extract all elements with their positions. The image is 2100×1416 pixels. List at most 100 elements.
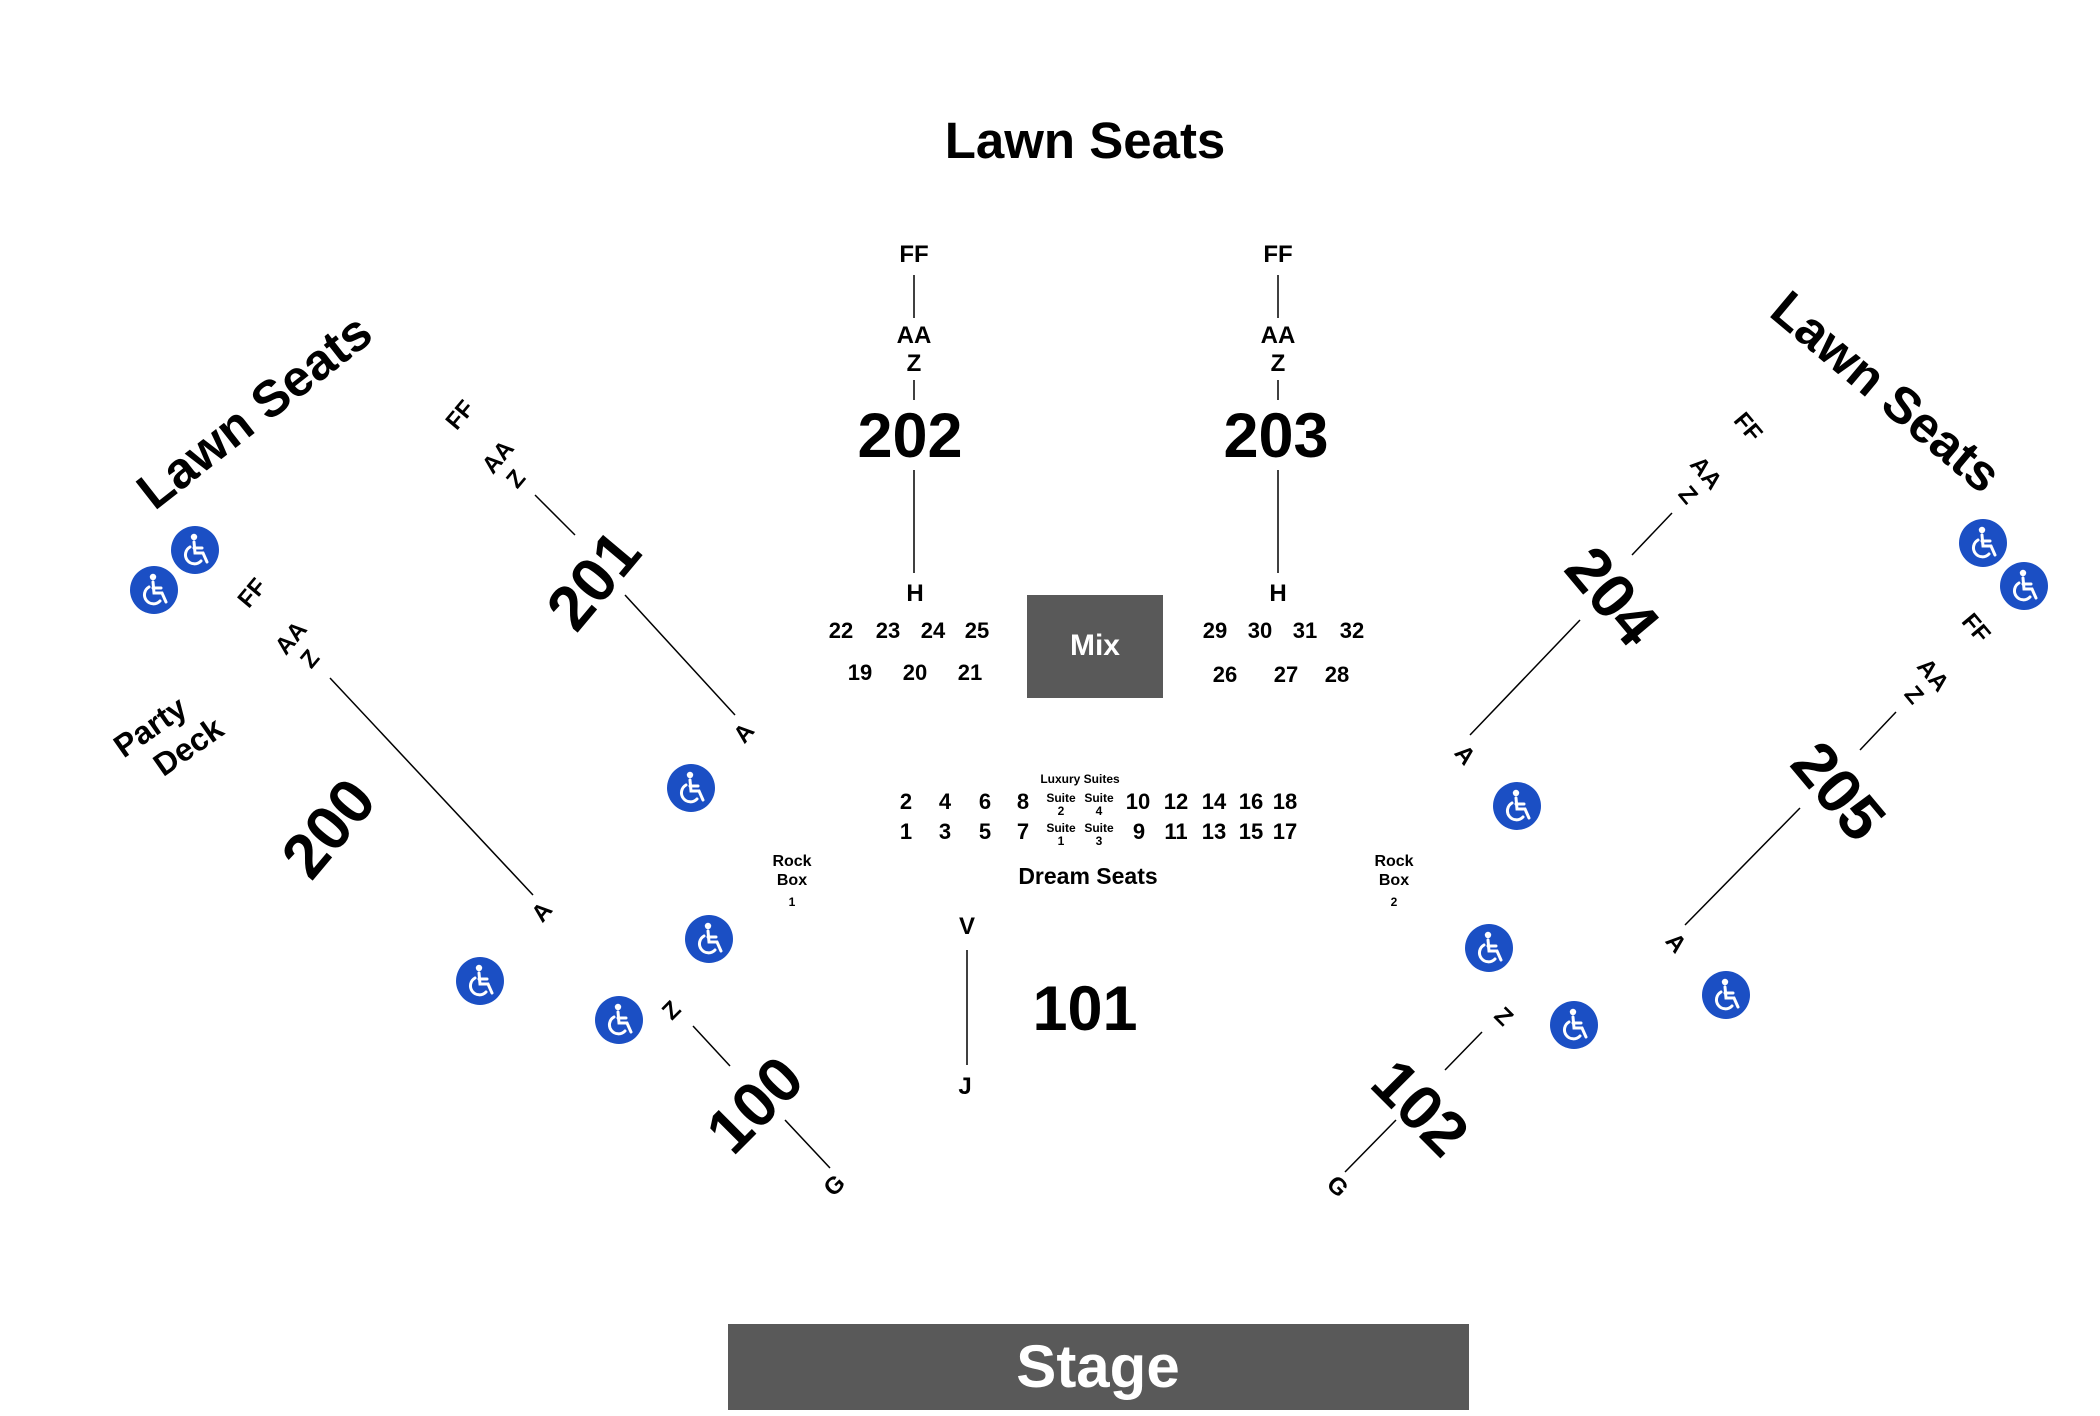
- party-deck[interactable]: Party Deck: [107, 679, 230, 796]
- section-203-row-z: Z: [1271, 350, 1286, 377]
- box-seat[interactable]: 28: [1325, 662, 1349, 687]
- wheelchair-accessible-icon[interactable]: [593, 994, 645, 1046]
- dream-seats[interactable]: 2 4 6 8 10 12 14 16 18 1 3 5 7 9 11 13 1…: [900, 789, 1297, 889]
- box-seats-right[interactable]: 29 30 31 32 26 27 28: [1203, 618, 1364, 687]
- dream-seat[interactable]: 1: [900, 819, 912, 844]
- dream-seat[interactable]: 4: [939, 789, 952, 814]
- stage-block: [728, 1324, 1469, 1410]
- box-seats-left[interactable]: 22 23 24 25 19 20 21: [829, 618, 989, 685]
- lawn-seats-right-label[interactable]: Lawn Seats: [1760, 280, 2012, 504]
- dream-seat[interactable]: 7: [1017, 819, 1029, 844]
- box-seat[interactable]: 27: [1274, 662, 1298, 687]
- section-203-row-ff: FF: [1263, 241, 1292, 268]
- suite-label[interactable]: Suite: [1046, 791, 1076, 805]
- dream-seats-label: Dream Seats: [1018, 863, 1157, 889]
- box-seat[interactable]: 19: [848, 660, 872, 685]
- rock-box-2[interactable]: Rock Box 2: [1374, 853, 1413, 909]
- mix-booth-box: [1027, 595, 1163, 698]
- rock-box-1[interactable]: Rock Box 1: [772, 853, 811, 909]
- box-seat[interactable]: 23: [876, 618, 900, 643]
- section-202-label: 202: [857, 401, 962, 471]
- dream-seat[interactable]: 5: [979, 819, 991, 844]
- section-204-row-line-bottom: [1469, 619, 1581, 736]
- section-203[interactable]: FF AA Z 203 H: [1223, 241, 1328, 607]
- section-205[interactable]: FF AA Z 205 A: [1660, 608, 1996, 958]
- box-seat[interactable]: 26: [1213, 662, 1237, 687]
- wheelchair-accessible-icon[interactable]: [454, 955, 506, 1007]
- dream-seat[interactable]: 14: [1202, 789, 1227, 814]
- suite-label[interactable]: Suite: [1046, 821, 1076, 835]
- dream-seat[interactable]: 9: [1133, 819, 1145, 844]
- suite-number[interactable]: 3: [1096, 834, 1103, 848]
- stage: Stage: [728, 1324, 1469, 1410]
- section-204[interactable]: FF AA Z 204 A: [1449, 407, 1768, 770]
- suite-number[interactable]: 4: [1096, 804, 1103, 818]
- mix-booth-label: Mix: [1070, 629, 1120, 662]
- wheelchair-accessible-icon[interactable]: [683, 913, 735, 965]
- dream-seat[interactable]: 3: [939, 819, 951, 844]
- wheelchair-accessible-icon[interactable]: [1700, 969, 1752, 1021]
- wheelchair-accessible-icon[interactable]: [169, 524, 221, 576]
- dream-seat[interactable]: 18: [1273, 789, 1297, 814]
- section-202-row-z: Z: [907, 350, 922, 377]
- section-203-row-h: H: [1269, 580, 1286, 607]
- dream-seat[interactable]: 13: [1202, 819, 1226, 844]
- section-201[interactable]: FF AA Z 201 A: [440, 395, 760, 748]
- box-seat[interactable]: 24: [921, 618, 946, 643]
- rock-box-2-label-line1: Rock: [1374, 853, 1413, 870]
- section-205-row-line-bottom: [1684, 807, 1801, 926]
- section-102-row-line-top: [1444, 1031, 1483, 1071]
- dream-seat[interactable]: 6: [979, 789, 991, 814]
- section-200[interactable]: FF AA Z A 200: [232, 573, 558, 927]
- section-100-row-z: Z: [657, 996, 686, 1025]
- dream-seat[interactable]: 16: [1239, 789, 1263, 814]
- box-seat[interactable]: 31: [1293, 618, 1317, 643]
- section-202[interactable]: FF AA Z 202 H: [857, 241, 962, 607]
- lawn-seats-top-label[interactable]: Lawn Seats: [945, 112, 1226, 169]
- box-seat[interactable]: 21: [958, 660, 982, 685]
- wheelchair-accessible-icon[interactable]: [1463, 922, 1515, 974]
- section-102[interactable]: Z 102 G: [1321, 1002, 1518, 1203]
- rock-box-2-label-line2: Box: [1379, 872, 1409, 889]
- section-101[interactable]: V J 101: [958, 913, 1137, 1100]
- section-204-row-a: A: [1449, 740, 1481, 771]
- rock-box-1-label-line1: Rock: [772, 853, 811, 870]
- section-100-row-line-bottom: [784, 1119, 831, 1169]
- section-100-row-line-top: [692, 1025, 731, 1067]
- section-100-label: 100: [693, 1043, 817, 1167]
- box-seat[interactable]: 20: [903, 660, 927, 685]
- section-202-row-ff: FF: [899, 241, 928, 268]
- dream-seat[interactable]: 10: [1126, 789, 1150, 814]
- section-205-row-a: A: [1660, 928, 1692, 959]
- dream-seat[interactable]: 8: [1017, 789, 1029, 814]
- suite-number[interactable]: 1: [1058, 834, 1065, 848]
- section-102-row-g: G: [1321, 1171, 1353, 1203]
- wheelchair-accessible-icon[interactable]: [1957, 517, 2009, 569]
- wheelchair-accessible-icon[interactable]: [1998, 560, 2050, 612]
- suite-label[interactable]: Suite: [1084, 821, 1114, 835]
- wheelchair-accessible-icon[interactable]: [1548, 999, 1600, 1051]
- box-seat[interactable]: 22: [829, 618, 853, 643]
- wheelchair-accessible-icon[interactable]: [128, 564, 180, 616]
- box-seat[interactable]: 30: [1248, 618, 1272, 643]
- dream-seat[interactable]: 15: [1239, 819, 1263, 844]
- luxury-suites[interactable]: Luxury Suites Suite 2 Suite 4 Suite 1 Su…: [1040, 772, 1120, 848]
- box-seat[interactable]: 29: [1203, 618, 1227, 643]
- section-202-row-aa: AA: [897, 322, 932, 349]
- luxury-suites-heading: Luxury Suites: [1040, 772, 1120, 786]
- section-100[interactable]: Z 100 G: [657, 996, 851, 1202]
- suite-label[interactable]: Suite: [1084, 791, 1114, 805]
- wheelchair-accessible-icon[interactable]: [665, 762, 717, 814]
- lawn-seats-left-label[interactable]: Lawn Seats: [126, 302, 382, 520]
- dream-seat[interactable]: 2: [900, 789, 912, 814]
- box-seat[interactable]: 25: [965, 618, 989, 643]
- dream-seat[interactable]: 12: [1164, 789, 1188, 814]
- suite-number[interactable]: 2: [1058, 804, 1065, 818]
- section-203-label: 203: [1223, 401, 1328, 471]
- box-seat[interactable]: 32: [1340, 618, 1364, 643]
- section-203-row-aa: AA: [1261, 322, 1296, 349]
- dream-seat[interactable]: 11: [1164, 819, 1187, 844]
- wheelchair-accessible-icon[interactable]: [1491, 780, 1543, 832]
- dream-seat[interactable]: 17: [1273, 819, 1297, 844]
- section-102-row-z: Z: [1489, 1002, 1518, 1031]
